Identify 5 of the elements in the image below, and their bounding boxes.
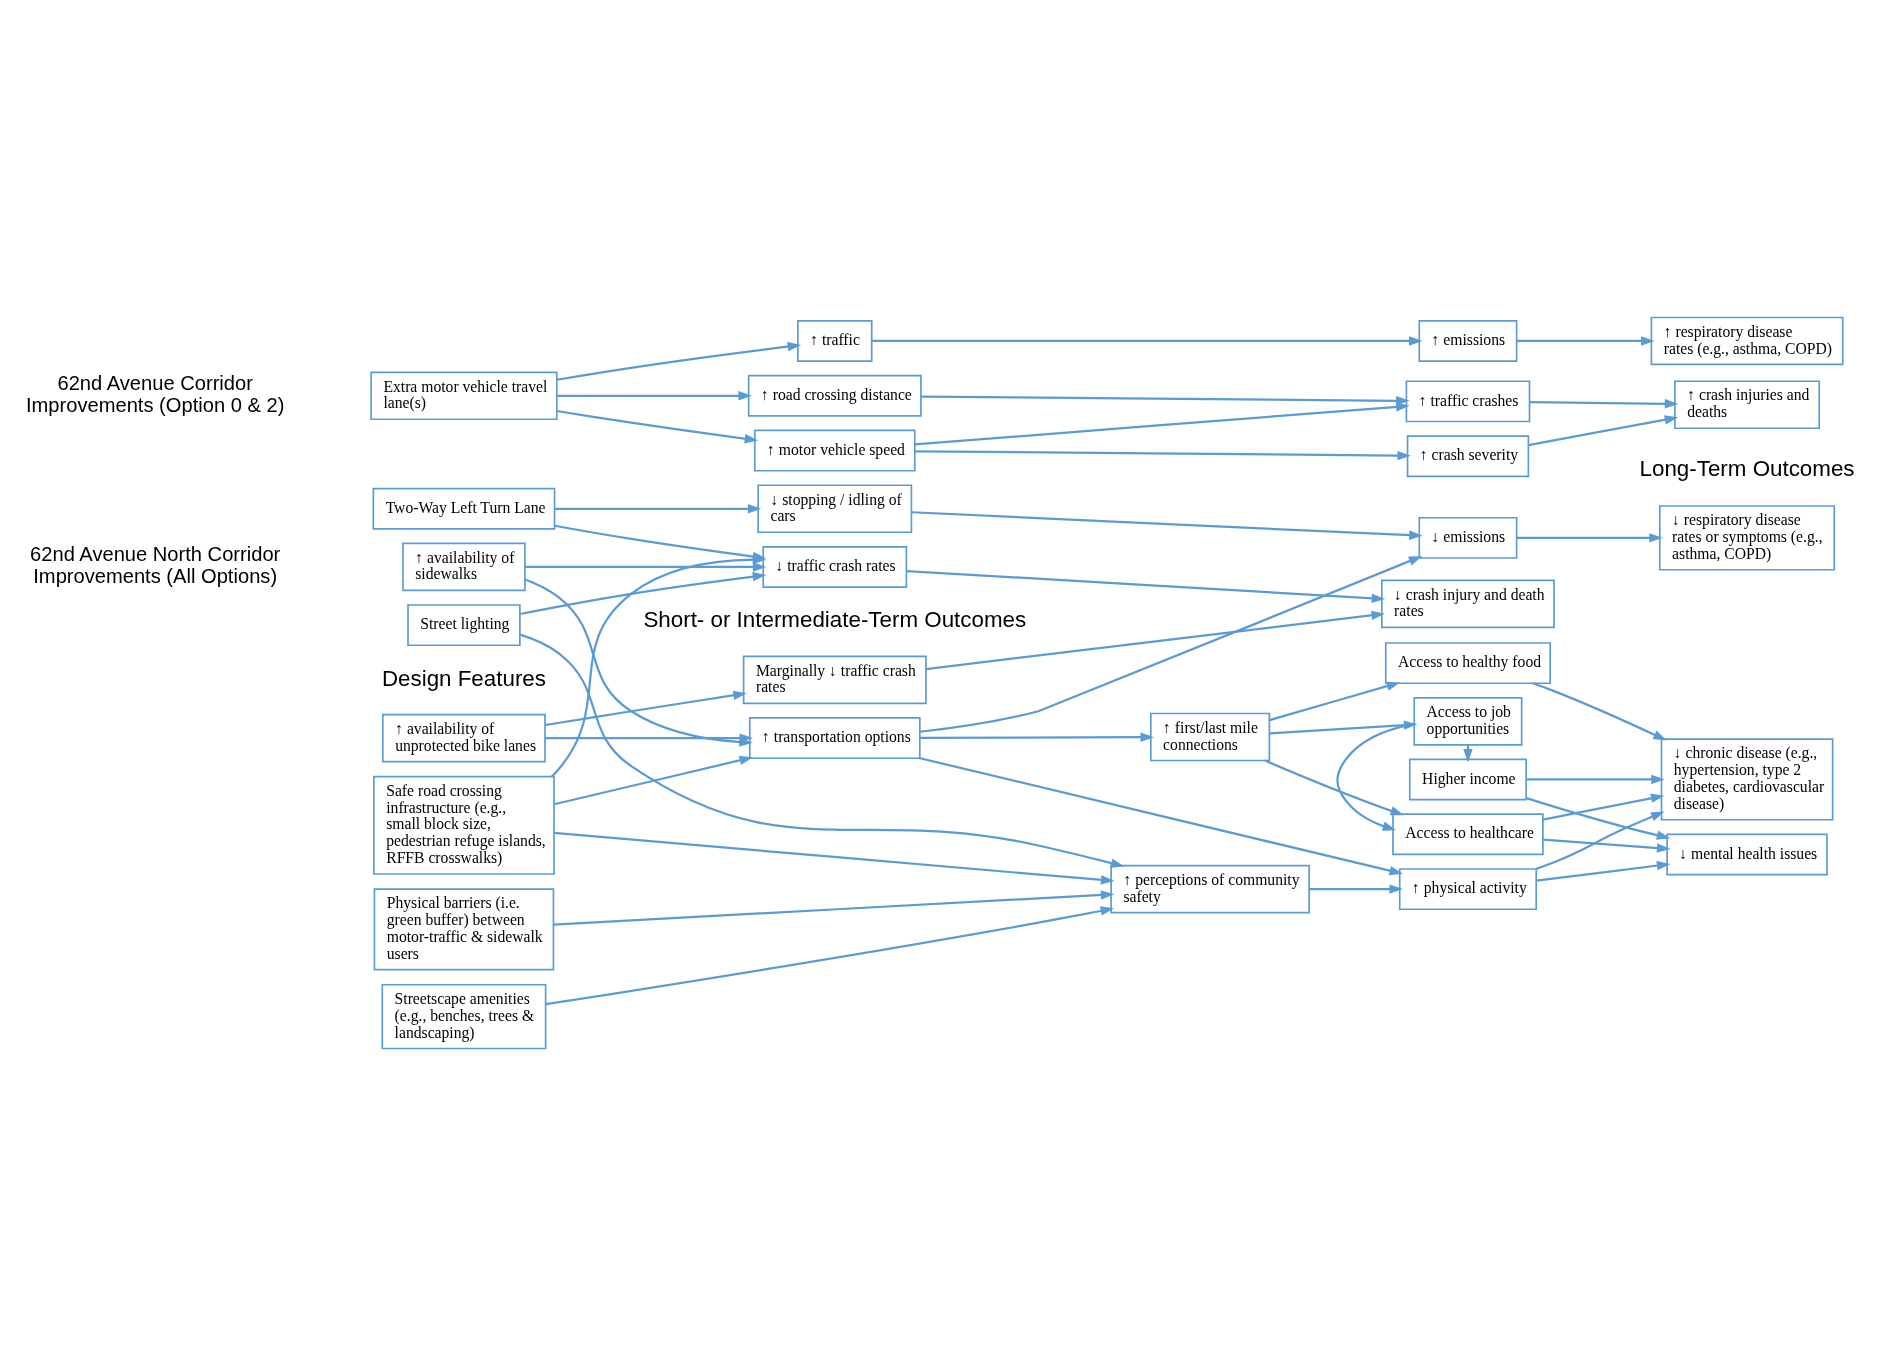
label: Short- or Intermediate-Term Outcomes [643, 606, 1027, 632]
label: Long-Term Outcomes [1639, 455, 1855, 481]
label: 62nd Avenue North Corridor Improvements (All Options) [30, 542, 281, 587]
label: 62nd Avenue Corridor Improvements (Option 0 & 2) [26, 371, 285, 416]
label: Design Features [381, 665, 546, 691]
